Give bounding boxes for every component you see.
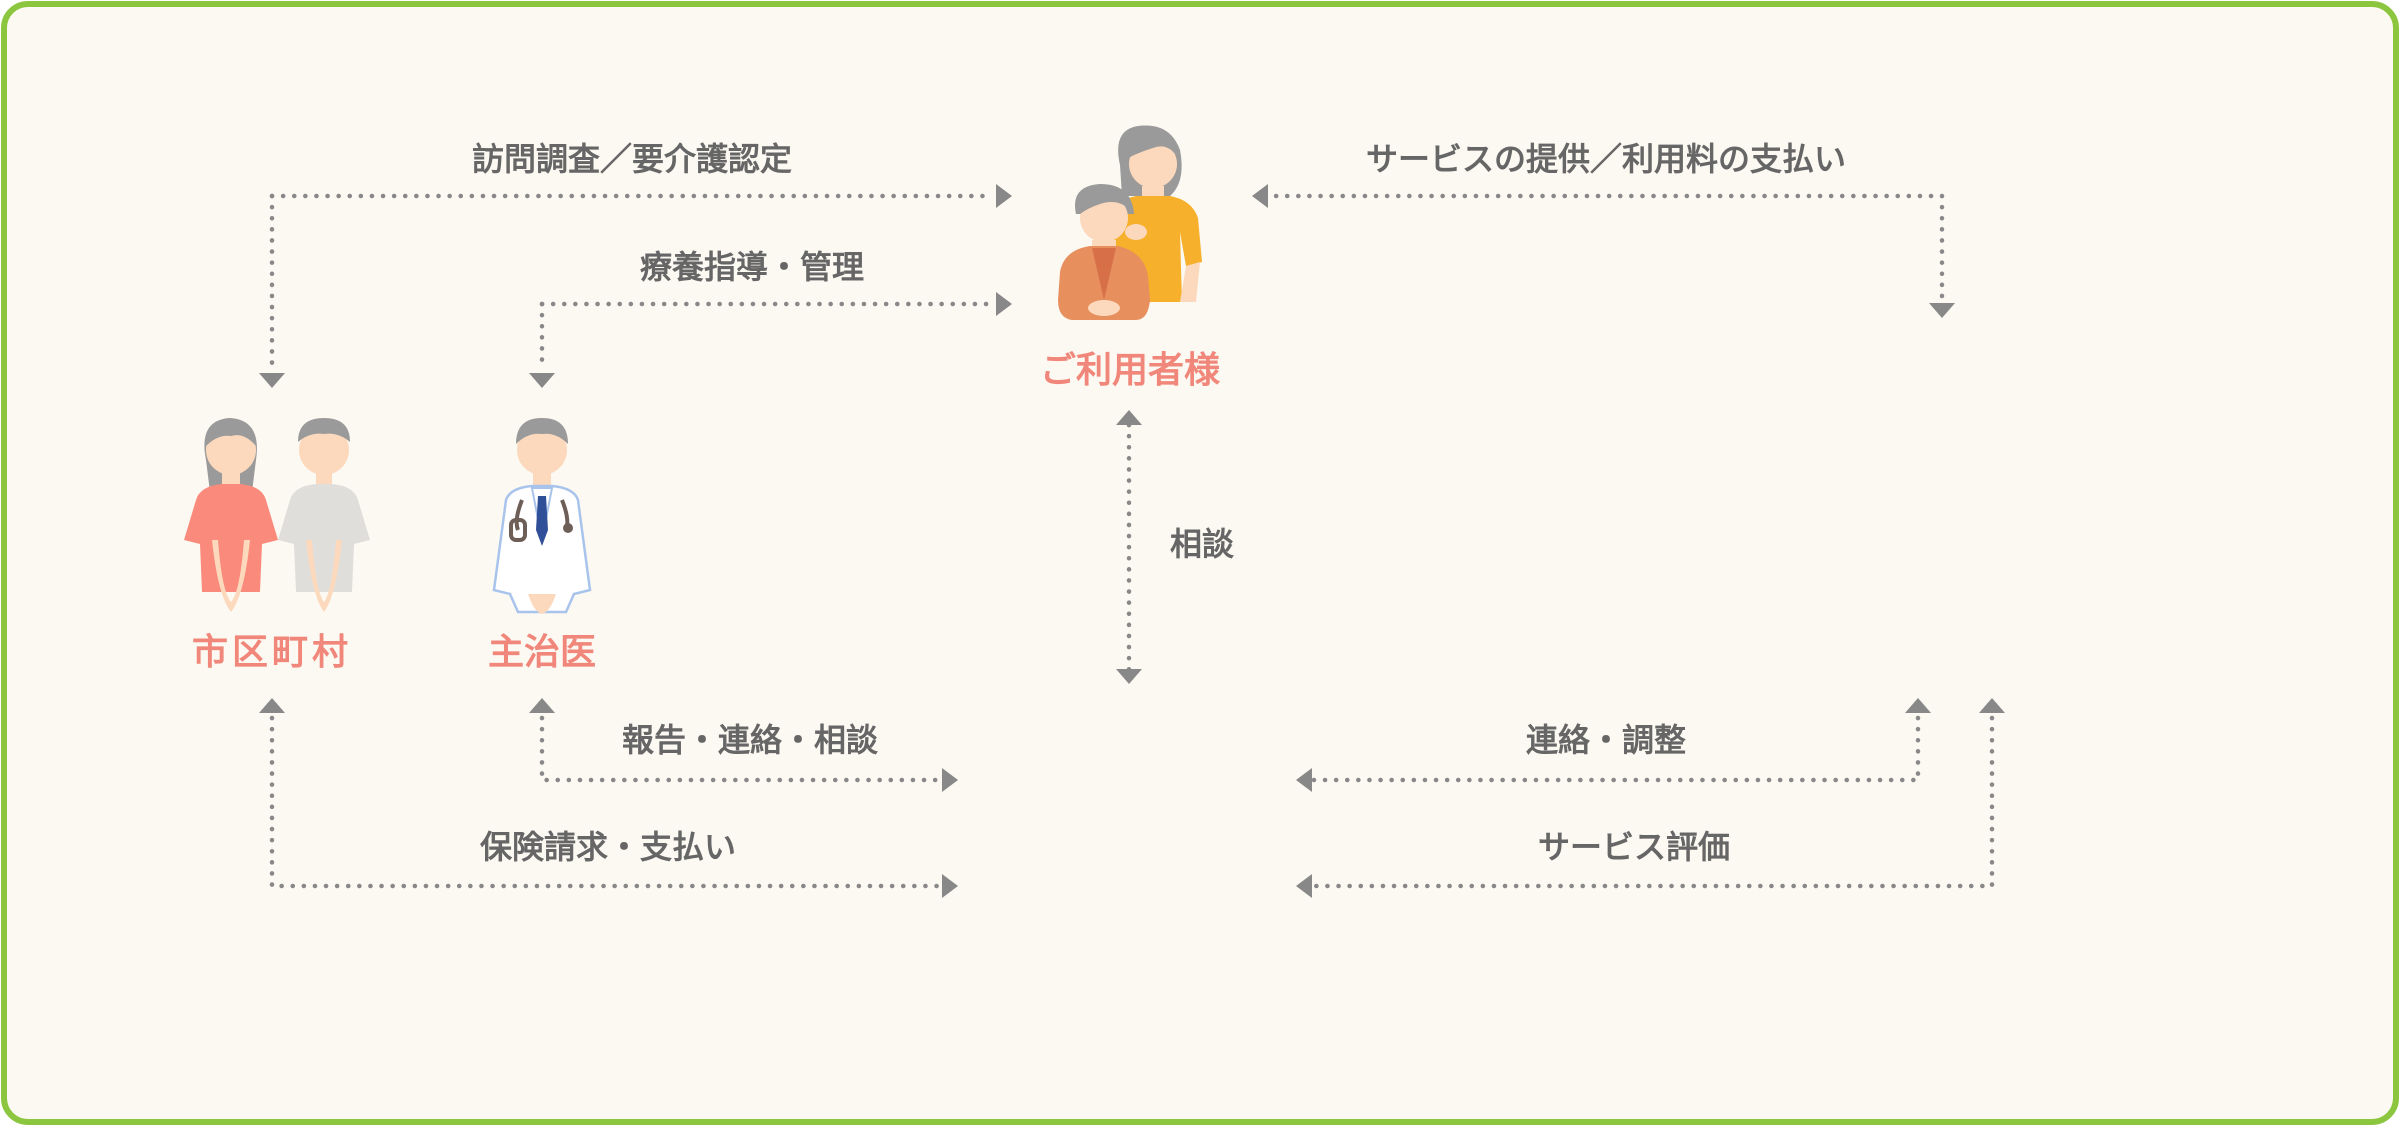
flow-label-visit-survey: 訪問調査／要介護認定 (472, 140, 792, 178)
flow-label-consultation: 相談 (1170, 525, 1235, 563)
flow-label-medical-guidance: 療養指導・管理 (640, 248, 864, 286)
flow-label-service-evaluation: サービス評価 (1538, 828, 1730, 866)
diagram-frame (4, 4, 2396, 1122)
flow-label-contact-adjust: 連絡・調整 (1526, 721, 1686, 759)
municipality-label: 市区町村 (192, 632, 352, 673)
flow-label-report-contact: 報告・連絡・相談 (622, 721, 879, 759)
flow-label-insurance-claim: 保険請求・支払い (480, 828, 736, 866)
doctor-label: 主治医 (488, 632, 596, 673)
user-label: ご利用者様 (1040, 350, 1221, 391)
flow-label-service-payment: サービスの提供／利用料の支払い (1366, 140, 1846, 178)
